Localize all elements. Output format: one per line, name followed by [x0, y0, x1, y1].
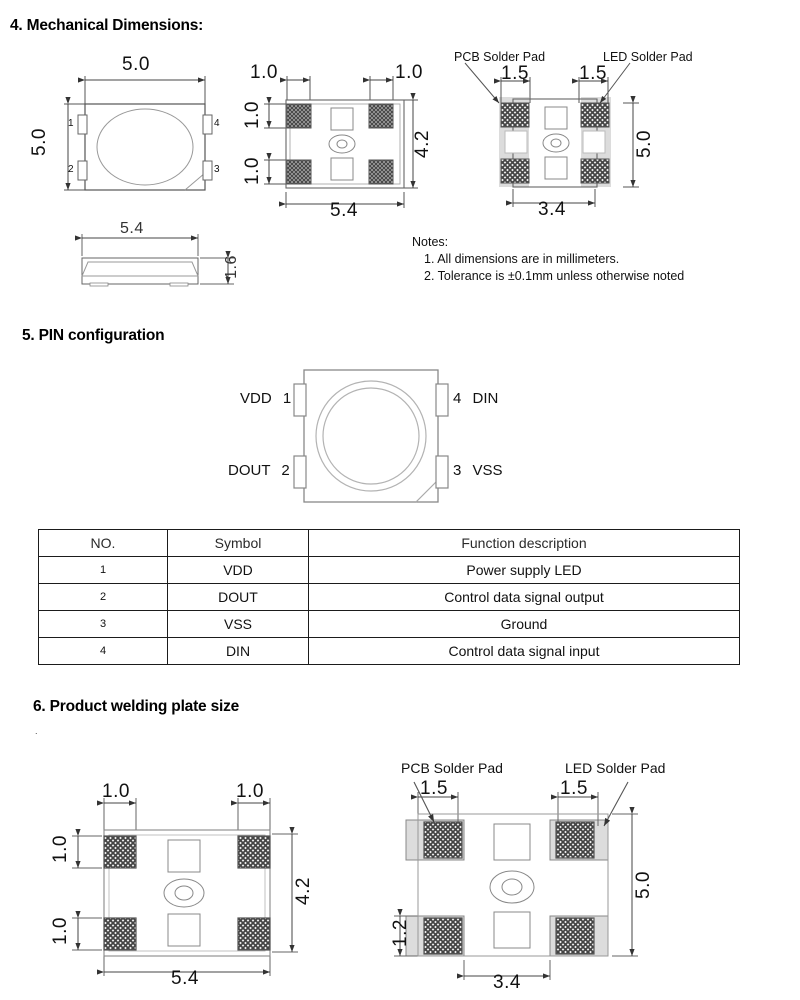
table-header-function: Function description [308, 529, 740, 557]
table-row: 3 VSS Ground [38, 610, 740, 638]
pin-label-din: 4 DIN [453, 390, 498, 407]
diagram-led-top-view: 5.0 5.0 1 2 3 4 [29, 54, 272, 208]
dim-side-height: 1.6 [222, 255, 240, 279]
dim-top-width: 5.0 [122, 54, 150, 75]
cell-symbol: DIN [167, 637, 309, 665]
dim-side-width: 5.4 [120, 220, 144, 237]
pin-number-3: 3 [214, 164, 220, 175]
section-heading-pin-configuration: 5. PIN configuration [22, 327, 165, 344]
cell-desc: Ground [308, 610, 740, 638]
diagram-welding-plate-right: PCB Solder Pad LED Solder Pad 1.5 1.5 1.… [390, 752, 688, 993]
cell-desc: Control data signal output [308, 583, 740, 611]
diagram-welding-plate-left: 1.0 1.0 1.0 1.0 4.2 5.4 [50, 778, 338, 993]
dim-top-height: 5.0 [28, 128, 50, 156]
pin-label-vdd: VDD 1 [240, 390, 291, 407]
pin-label-vss-text: VSS [472, 462, 503, 479]
table-header-no: NO. [38, 529, 168, 557]
dim-pad-top-right: 1.0 [395, 62, 423, 83]
dim-weld-top-right: 1.0 [236, 781, 264, 802]
pin-number-2: 2 [68, 164, 74, 175]
cell-symbol: VSS [167, 610, 309, 638]
dim-weld-left-lower: 1.0 [49, 917, 71, 945]
pin-label-vss: 3 VSS [453, 462, 503, 479]
pin-number-4: 4 [214, 118, 220, 129]
table-header-row: NO. Symbol Function description [38, 529, 740, 557]
dim-pad-width: 5.4 [330, 200, 358, 221]
section-heading-welding-plate: 6. Product welding plate size [33, 698, 240, 715]
dim-weld-left-upper: 1.0 [49, 835, 71, 863]
stray-mark: . [35, 726, 38, 736]
dim-weldr-pad-height: 1.2 [389, 919, 411, 947]
cell-no: 2 [38, 583, 168, 611]
dim-pad-left-upper: 1.0 [241, 101, 263, 129]
dim-solder-height: 5.0 [633, 130, 655, 158]
label-pcb-solder-pad-weld: PCB Solder Pad [401, 760, 503, 776]
pin-label-vdd-text: VDD [240, 390, 272, 407]
dim-weldr-height: 5.0 [632, 871, 654, 899]
notes-block: Notes: 1. All dimensions are in millimet… [412, 234, 684, 285]
note-item-1: 1. All dimensions are in millimeters. [424, 252, 620, 266]
diagram-pin-configuration: VDD 1 DOUT 2 4 DIN 3 VSS [228, 360, 540, 505]
dim-solder-right-width: 1.5 [579, 63, 607, 84]
table-row: 4 DIN Control data signal input [38, 637, 740, 665]
pin-label-dout-num: 2 [281, 462, 290, 479]
pin-label-din-text: DIN [472, 390, 499, 407]
cell-no: 3 [38, 610, 168, 638]
pin-label-vdd-num: 1 [282, 390, 292, 407]
label-led-solder-pad-weld: LED Solder Pad [565, 760, 666, 776]
diagram-side-view: 5.4 1.6 [52, 220, 272, 307]
table-row: 2 DOUT Control data signal output [38, 583, 740, 611]
dim-weldr-left-width: 1.5 [420, 778, 448, 799]
pin-label-dout-text: DOUT [228, 462, 271, 479]
section-heading-mechanical: 4. Mechanical Dimensions: [10, 17, 204, 34]
pin-label-vss-num: 3 [453, 462, 462, 479]
dim-solder-left-width: 1.5 [501, 63, 529, 84]
pin-label-din-num: 4 [453, 390, 462, 407]
note-item-2: 2. Tolerance is ±0.1mm unless otherwise … [424, 269, 685, 283]
dim-pad-left-lower: 1.0 [241, 157, 263, 185]
cell-desc: Power supply LED [308, 556, 740, 584]
dim-pad-top-left: 1.0 [250, 62, 278, 83]
table-row: 1 VDD Power supply LED [38, 556, 740, 584]
label-pcb-solder-pad: PCB Solder Pad [454, 50, 546, 64]
cell-symbol: DOUT [167, 583, 309, 611]
dim-weldr-right-width: 1.5 [560, 778, 588, 799]
pin-configuration-table: NO. Symbol Function description 1 VDD Po… [38, 529, 740, 665]
pin-number-1: 1 [68, 118, 74, 129]
label-led-solder-pad: LED Solder Pad [603, 50, 693, 64]
dim-solder-width: 3.4 [538, 199, 566, 220]
dim-weld-top-left: 1.0 [102, 781, 130, 802]
cell-no: 4 [38, 637, 168, 665]
pin-label-dout: DOUT 2 [228, 462, 290, 479]
diagram-pad-view: 1.0 1.0 1.0 1.0 4.2 5.4 [242, 60, 433, 221]
diagram-solder-pad-view: PCB Solder Pad LED Solder Pad 1.5 1.5 5.… [454, 50, 693, 225]
cell-no: 1 [38, 556, 168, 584]
table-header-symbol: Symbol [167, 529, 309, 557]
dim-weld-width: 5.4 [171, 968, 199, 989]
dim-weldr-width: 3.4 [493, 972, 521, 993]
dim-pad-height: 4.2 [411, 130, 433, 158]
dim-weld-height: 4.2 [292, 877, 314, 905]
cell-desc: Control data signal input [308, 637, 740, 665]
cell-symbol: VDD [167, 556, 309, 584]
notes-title: Notes: [412, 235, 449, 249]
